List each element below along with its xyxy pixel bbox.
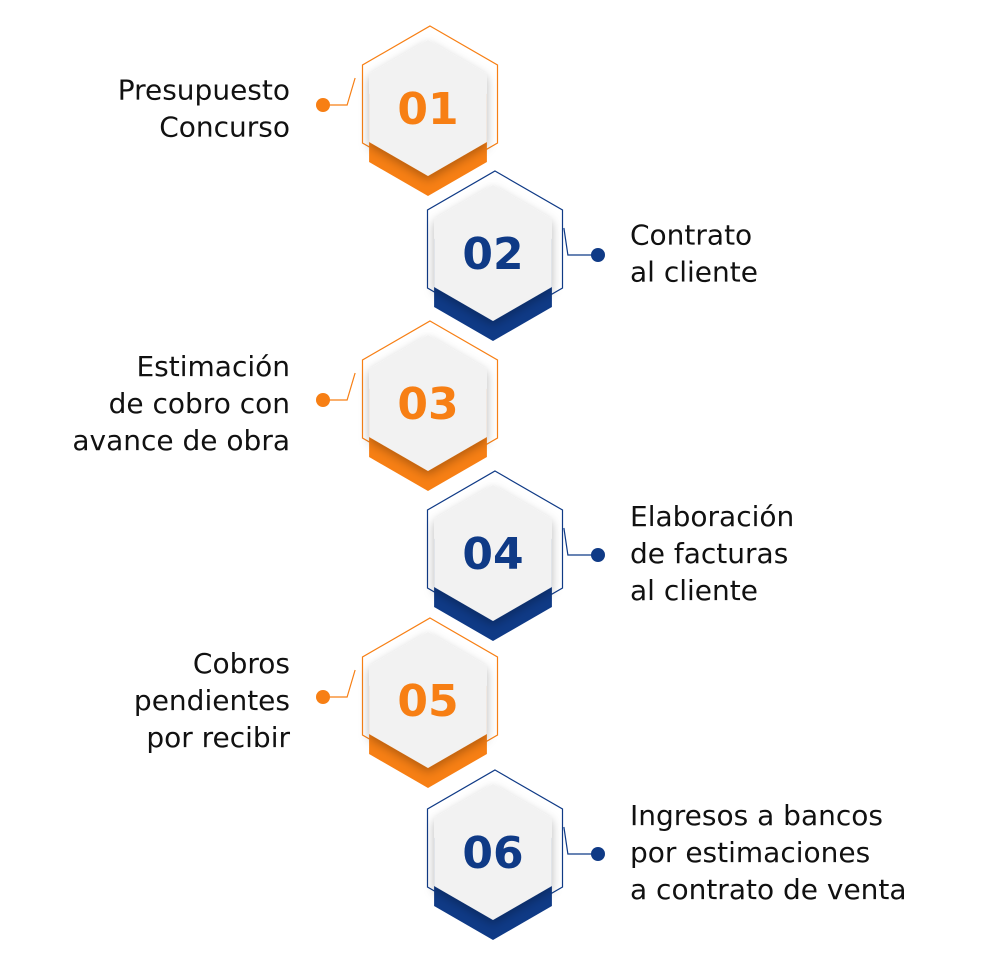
- step-label-line: Cobros: [193, 647, 290, 680]
- connector-line: [563, 227, 598, 256]
- connector-dot: [591, 248, 605, 262]
- step-number: 05: [397, 676, 458, 727]
- step-05: 05 Cobros pendientes por recibir: [134, 617, 499, 788]
- step-02: 02 Contrato al cliente: [426, 170, 758, 341]
- step-label-line: por estimaciones: [630, 836, 870, 869]
- step-number: 03: [397, 379, 458, 430]
- connector-dot: [316, 98, 330, 112]
- step-number: 04: [462, 529, 523, 580]
- step-03: 03 Estimación de cobro con avance de obra: [72, 320, 499, 491]
- step-number: 02: [462, 229, 523, 280]
- connector-line: [323, 372, 356, 401]
- step-label-line: de cobro con: [109, 387, 290, 420]
- step-label-line: a contrato de venta: [630, 873, 907, 906]
- step-label-line: Concurso: [159, 111, 290, 144]
- step-label-line: Presupuesto: [118, 74, 290, 107]
- step-label-line: al cliente: [630, 574, 758, 607]
- step-number: 01: [397, 84, 458, 135]
- connector-line: [563, 527, 598, 556]
- step-label-line: pendientes: [134, 684, 290, 717]
- step-label-line: por recibir: [146, 721, 290, 754]
- step-label-line: Elaboración: [630, 500, 794, 533]
- hexagon-face: [369, 40, 487, 176]
- connector-line: [323, 669, 356, 698]
- step-06: 06 Ingresos a bancos por estimaciones a con…: [426, 769, 907, 940]
- connector-line: [323, 77, 356, 106]
- step-label-line: Contrato: [630, 219, 752, 252]
- hexagon-face: [434, 185, 552, 321]
- connector-dot: [591, 548, 605, 562]
- hexagon-face: [434, 784, 552, 920]
- step-label-line: Ingresos a bancos: [630, 799, 883, 832]
- step-number: 06: [462, 828, 523, 879]
- hexagon-face: [434, 485, 552, 621]
- connector-dot: [316, 393, 330, 407]
- step-04: 04 Elaboración de facturas al cliente: [426, 470, 794, 641]
- step-label-line: de facturas: [630, 537, 788, 570]
- step-label-line: al cliente: [630, 256, 758, 289]
- step-label-line: Estimación: [136, 350, 290, 383]
- hexagon-face: [369, 632, 487, 768]
- connector-line: [563, 826, 598, 855]
- hexagon-face: [369, 335, 487, 471]
- step-label-line: avance de obra: [72, 424, 290, 457]
- connector-dot: [591, 847, 605, 861]
- connector-dot: [316, 690, 330, 704]
